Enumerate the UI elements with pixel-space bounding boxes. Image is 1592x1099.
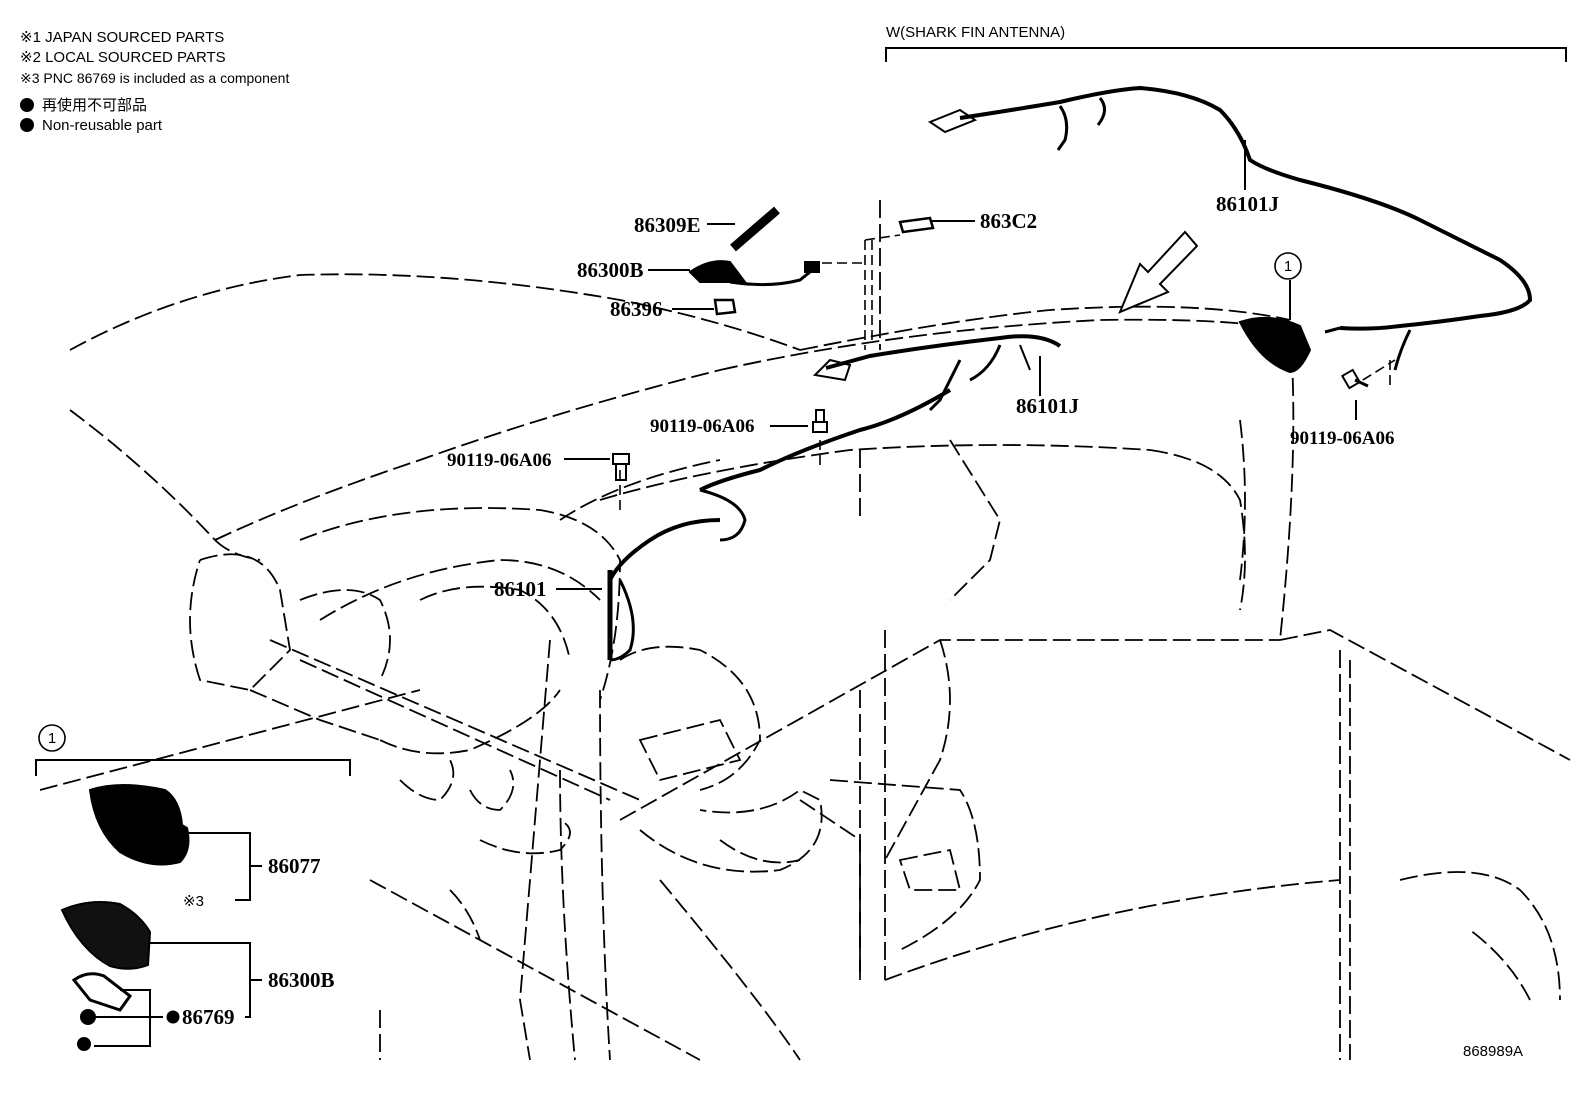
legend-nonreusable-en-row: Non-reusable part [20,116,289,136]
note-ref-3: ※3 [183,893,204,910]
antenna-connector-shape [804,261,820,273]
part-label-86309E: 86309E [634,213,701,237]
part-label-86101J-top: 86101J [1216,192,1279,216]
part-label-863C2: 863C2 [980,209,1037,233]
bolt-icon [1340,368,1369,390]
harness-end-bracket-shape [927,108,978,134]
callout-1-top: 1 [1274,252,1302,280]
vehicle-outline [39,200,1571,1061]
legend-note-1: ※1 JAPAN SOURCED PARTS [20,29,225,46]
drawing-code: 868989A [1463,1043,1523,1060]
part-label-90119-a: 90119-06A06 [650,416,755,437]
antenna-lead-shape [729,266,816,287]
gasket-shape [71,972,133,1012]
view-direction-arrow-icon [1118,230,1199,314]
shark-fin-cover-shape [88,784,190,866]
callout-1-detail: 1 [38,724,66,752]
leader-86077 [184,832,251,901]
windshield-harness-shape [699,388,952,492]
part-label-86101J-mid: 86101J [1016,394,1079,418]
legend-nonreusable-en: Non-reusable part [42,117,163,134]
part-label-86300B-detail: 86300B [268,968,335,992]
section-bracket [885,47,1567,62]
bolt-icon [812,409,828,433]
bolt-icon [612,453,630,481]
bolt-small-icon [77,1037,91,1051]
legend-nonreusable-jp-row: 再使用不可部品 [20,96,289,116]
svg-text:1: 1 [48,730,56,747]
legend-note-3: ※3 PNC 86769 is included as a component [20,70,290,86]
rear-harness-shape [959,85,1533,331]
harness-bracket-shape [812,358,852,382]
pillar-harness-shape [608,518,721,581]
roof-harness-shape [825,334,1062,370]
section-title: W(SHARK FIN ANTENNA) [886,24,1066,41]
antenna-rod-shape [730,206,780,252]
antenna-base-shape [688,260,747,283]
legend-note-2: ※2 LOCAL SOURCED PARTS [20,49,226,66]
nut-icon [80,1009,96,1025]
part-label-90119-c: 90119-06A06 [1290,428,1395,449]
part-label-86300B: 86300B [577,258,644,282]
part-label-86101: 86101 [494,577,547,601]
legend: ※1 JAPAN SOURCED PARTS ※2 LOCAL SOURCED … [20,28,289,136]
legend-nonreusable-jp: 再使用不可部品 [42,97,148,114]
shark-fin-antenna-shape [1238,316,1312,374]
nonreusable-dot-icon [166,1010,180,1024]
svg-text:1: 1 [1284,258,1292,275]
grommet-shape [713,298,737,316]
part-label-86077: 86077 [268,854,321,878]
part-label-86396: 86396 [610,297,663,321]
antenna-body-shape [60,901,152,970]
part-label-86769: 86769 [182,1005,235,1029]
part-label-90119-b: 90119-06A06 [447,450,552,471]
bullet-dot-icon [20,98,34,112]
detail-bracket [35,759,351,776]
connector-clip-shape [898,216,935,234]
bullet-dot-icon [20,118,34,132]
